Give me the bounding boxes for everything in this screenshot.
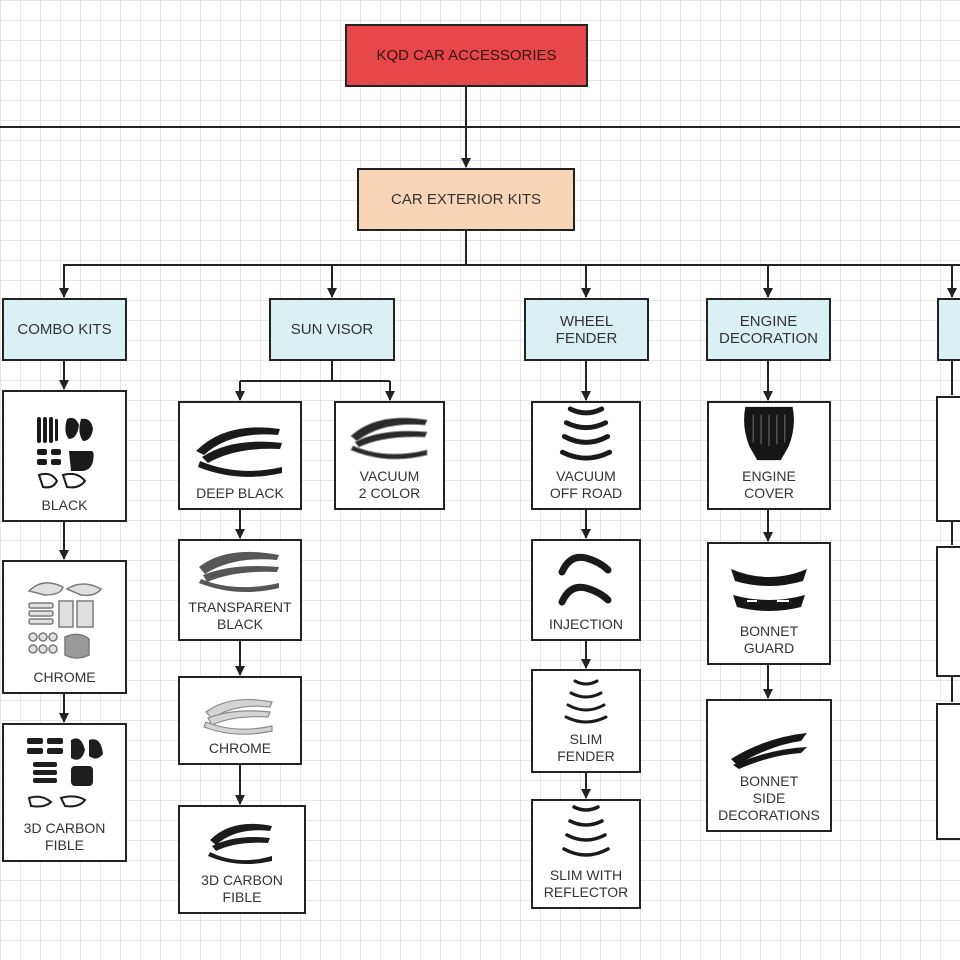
- product-combo-black: BLACK: [2, 390, 127, 522]
- fender-injection-image: [558, 553, 612, 606]
- product-fender-injection: INJECTION: [531, 539, 641, 641]
- product-engine-cover: ENGINE COVER: [707, 401, 831, 510]
- product-label: 3D CARBON FIBLE: [23, 820, 106, 853]
- product-label: CHROME: [33, 669, 96, 685]
- subcategory-label: WHEEL FENDER: [555, 312, 618, 347]
- fender-slim-image: [564, 679, 608, 724]
- product-bonnet-side: BONNET SIDE DECORATIONS: [706, 699, 832, 832]
- product-label: SLIM WITH REFLECTOR: [543, 867, 629, 900]
- bonnet-guard-image: [731, 569, 807, 611]
- visor-carbon-image: [208, 823, 272, 865]
- product-fender-slim: SLIM FENDER: [531, 669, 641, 773]
- combo-chrome-image: [27, 582, 102, 659]
- combo-black-image: [36, 417, 94, 489]
- product-label: TRANSPARENT BLACK: [188, 599, 292, 632]
- product-combo-chrome: CHROME: [2, 560, 127, 694]
- product-label: BONNET SIDE DECORATIONS: [718, 773, 820, 823]
- product-label: VACUUM OFF ROAD: [549, 468, 623, 501]
- combo-carbon-image: [26, 738, 103, 808]
- visor-transparent-image: [199, 551, 279, 592]
- root-label: KQD CAR ACCESSORIES: [376, 47, 557, 64]
- product-visor-deep-black: DEEP BLACK: [178, 401, 302, 510]
- product-visor-vacuum: VACUUM 2 COLOR: [334, 401, 445, 510]
- product-label: BLACK: [41, 497, 88, 513]
- product-label: DEEP BLACK: [196, 485, 284, 501]
- product-combo-carbon: 3D CARBON FIBLE: [2, 723, 127, 862]
- product-label: ENGINE COVER: [742, 468, 796, 501]
- product-visor-transparent: TRANSPARENT BLACK: [178, 539, 302, 641]
- fender-reflector-image: [562, 805, 610, 857]
- product-fender-reflector: SLIM WITH REFLECTOR: [531, 799, 641, 909]
- product-label: CHROME: [208, 740, 272, 756]
- category-label: CAR EXTERIOR KITS: [390, 191, 542, 208]
- engine-cover-image: [744, 406, 794, 461]
- subcategory-label: COMBO KITS: [17, 321, 112, 338]
- product-clipped-3: [936, 703, 960, 840]
- root-node: KQD CAR ACCESSORIES: [345, 24, 588, 87]
- fender-vacuum-image: [559, 406, 613, 461]
- visor-vacuum-image: [349, 417, 428, 460]
- product-bonnet-guard: BONNET GUARD: [707, 542, 831, 665]
- product-clipped-2: [936, 546, 960, 677]
- subcategory-clipped: [937, 298, 960, 361]
- product-clipped-1: [936, 396, 960, 522]
- product-visor-carbon: 3D CARBON FIBLE: [178, 805, 306, 914]
- product-visor-chrome: CHROME: [178, 676, 302, 765]
- visor-deep-black-image: [196, 427, 282, 477]
- subcategory-combo-kits: COMBO KITS: [2, 298, 127, 361]
- product-fender-vacuum: VACUUM OFF ROAD: [531, 401, 641, 510]
- visor-chrome-image: [203, 698, 273, 735]
- product-label: INJECTION: [549, 616, 623, 632]
- subcategory-wheel-fender: WHEEL FENDER: [524, 298, 649, 361]
- subcategory-engine-decoration: ENGINE DECORATION: [706, 298, 831, 361]
- product-label: BONNET GUARD: [739, 623, 799, 656]
- category-node: CAR EXTERIOR KITS: [357, 168, 575, 231]
- subcategory-label: ENGINE DECORATION: [719, 312, 818, 347]
- product-label: 3D CARBON FIBLE: [201, 872, 283, 905]
- subcategory-label: SUN VISOR: [290, 321, 374, 338]
- product-label: VACUUM 2 COLOR: [358, 468, 421, 501]
- bonnet-side-image: [731, 733, 807, 769]
- subcategory-sun-visor: SUN VISOR: [269, 298, 395, 361]
- product-label: SLIM FENDER: [557, 731, 615, 764]
